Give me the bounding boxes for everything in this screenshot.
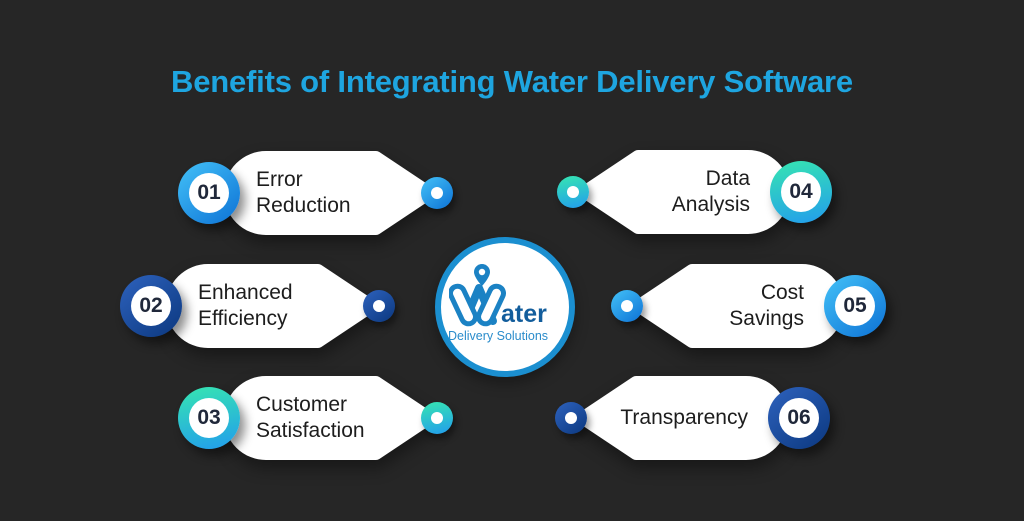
card-label: Transparency [578,378,786,458]
card-label-line: Transparency [620,406,748,429]
benefit-card-error-reduction: Error Reduction 01 [178,151,453,235]
connector-dot-hole [431,412,443,424]
connector-dot-icon [555,402,587,434]
number-badge-value: 02 [131,286,171,326]
number-badge: 01 [178,162,240,224]
logo-word-rest: ater [501,300,547,328]
connector-dot-hole [567,186,579,198]
connector-dot-hole [565,412,577,424]
connector-dot-hole [373,300,385,312]
connector-dot-hole [431,187,443,199]
benefit-card-data-analysis: Data Analysis 04 [557,150,832,234]
connector-dot-icon [611,290,643,322]
number-badge-value: 03 [189,398,229,438]
number-badge: 03 [178,387,240,449]
card-label-line: Data [705,167,750,190]
connector-dot-hole [621,300,633,312]
card-label-line: Savings [729,307,804,330]
connector-dot-icon [421,402,453,434]
card-label-line: Cost [760,281,804,304]
w-right-capsule [476,283,506,327]
number-badge: 04 [770,161,832,223]
card-label: Enhanced Efficiency [168,266,376,346]
card-label-line: Efficiency [198,307,288,330]
number-badge: 02 [120,275,182,337]
number-badge: 06 [768,387,830,449]
card-label-line: Reduction [256,194,351,217]
card-label: Cost Savings [634,266,842,346]
number-badge-value: 06 [779,398,819,438]
benefit-card-transparency: Transparency 06 [555,376,830,460]
connector-dot-icon [421,177,453,209]
benefit-card-enhanced-efficiency: Enhanced Efficiency 02 [120,264,395,348]
center-logo-circle: ater Delivery Solutions [435,237,575,377]
water-w-mark [449,264,506,327]
page-title: Benefits of Integrating Water Delivery S… [171,64,853,99]
logo-subtitle: Delivery Solutions [449,329,548,343]
card-label: Error Reduction [226,153,434,233]
number-badge-value: 01 [189,173,229,213]
w-left-capsule [449,283,478,327]
number-badge-value: 05 [835,286,875,326]
card-label-line: Customer [256,393,348,416]
number-badge-value: 04 [781,172,821,212]
card-label: Customer Satisfaction [226,378,434,458]
benefit-card-cost-savings: Cost Savings 05 [611,264,886,348]
benefit-card-customer-satisfaction: Customer Satisfaction 03 [178,376,453,460]
number-badge: 05 [824,275,886,337]
map-pin-hole [478,268,486,276]
card-label-line: Enhanced [198,281,293,304]
connector-dot-icon [363,290,395,322]
card-label-line: Satisfaction [256,419,365,442]
card-label-line: Error [256,168,303,191]
card-label: Data Analysis [580,152,788,232]
connector-dot-icon [557,176,589,208]
card-label-line: Analysis [671,193,750,216]
water-delivery-logo: ater Delivery Solutions [449,264,548,343]
